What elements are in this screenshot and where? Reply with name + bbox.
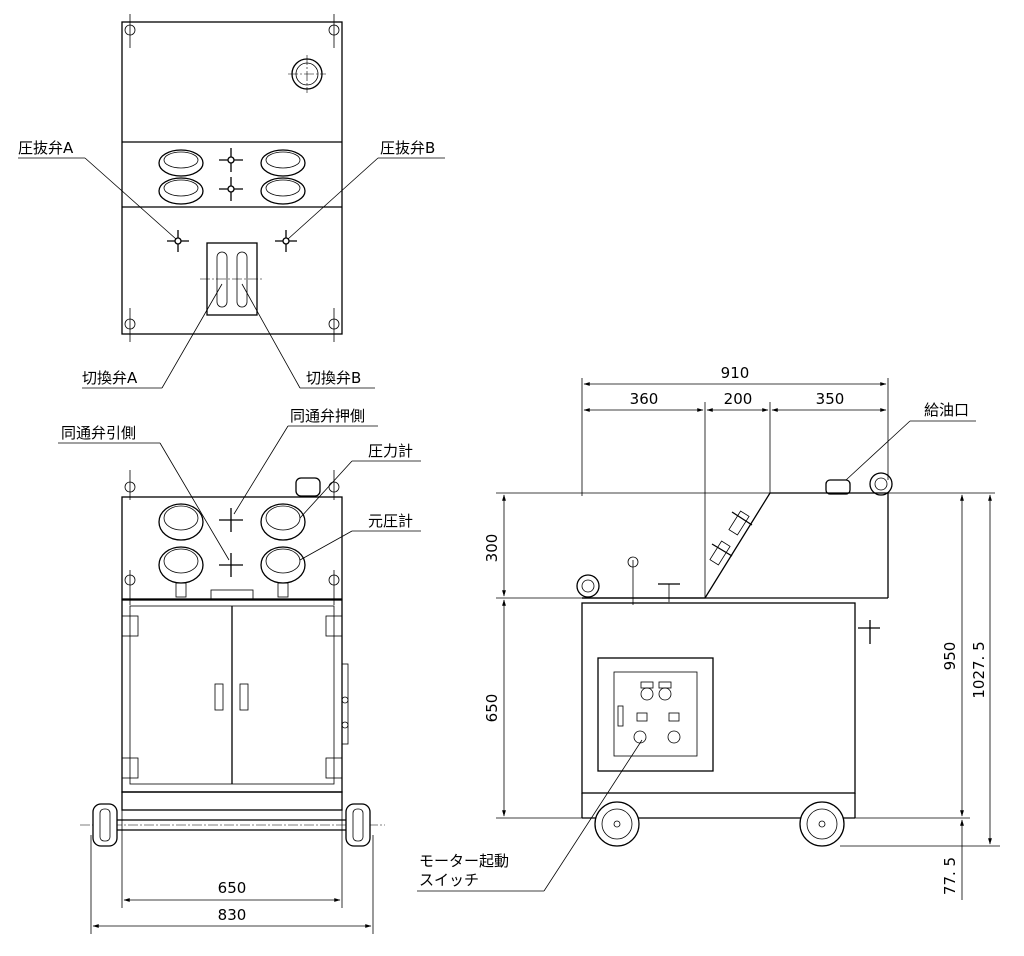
front-view: [80, 470, 385, 847]
dim-front-outer-width: 830: [218, 906, 247, 924]
dim-side-total-height: 1027. 5: [970, 641, 988, 698]
eye-bolt-icon: [576, 472, 893, 598]
dim-front-inner-width: 650: [218, 879, 247, 897]
label-bypass-pull: 同通弁引側: [61, 424, 136, 442]
dim-side-upper-height: 300: [483, 534, 501, 563]
dim-side-seg1: 360: [630, 390, 659, 408]
front-dimensions: [90, 808, 374, 934]
dim-side-total-width: 910: [721, 364, 750, 382]
label-motor-switch-line2: スイッチ: [419, 871, 479, 889]
corner-bolt-icon: [124, 14, 340, 342]
label-source-gauge: 元圧計: [368, 512, 413, 530]
bypass-valve-icon: [210, 508, 254, 601]
oil-cap-icon: [288, 55, 326, 93]
wheel-icon: [92, 803, 371, 847]
label-switch-valve-b: 切換弁B: [306, 369, 361, 387]
oil-cap-front-icon: [295, 477, 321, 497]
valve-handle-icon: [167, 148, 297, 252]
pressure-gauge-icon: [158, 503, 306, 598]
gauge-top-icon: [158, 149, 306, 205]
top-view: [121, 14, 343, 342]
dim-side-lower-height: 650: [483, 694, 501, 723]
dim-side-body-height: 950: [941, 642, 959, 671]
front-bolt-icon: [124, 470, 340, 605]
label-bypass-push: 同通弁押側: [290, 407, 365, 425]
oil-inlet-cap-icon: [825, 479, 851, 495]
label-oil-inlet: 給油口: [924, 401, 969, 419]
label-switch-valve-a: 切換弁A: [82, 369, 138, 387]
switch-plate-icon: [200, 242, 264, 316]
label-relief-valve-b: 圧抜弁B: [380, 139, 435, 157]
side-view: [576, 472, 893, 847]
hinge-icon: [121, 615, 343, 779]
slant-valve-icon: [709, 510, 753, 566]
side-wheel-icon: [594, 801, 845, 847]
dim-side-seg3: 350: [816, 390, 845, 408]
side-valve-icon: [627, 556, 880, 644]
label-relief-valve-a: 圧抜弁A: [18, 139, 74, 157]
label-pressure-gauge: 圧力計: [368, 442, 413, 460]
motor-switch-icon: [617, 681, 681, 744]
door-handle-icon: [214, 683, 249, 711]
dim-side-wheel-offset: 77. 5: [941, 857, 959, 895]
dim-side-seg2: 200: [724, 390, 753, 408]
side-dimensions: [496, 378, 1000, 900]
label-motor-switch-line1: モーター起動: [419, 852, 509, 870]
